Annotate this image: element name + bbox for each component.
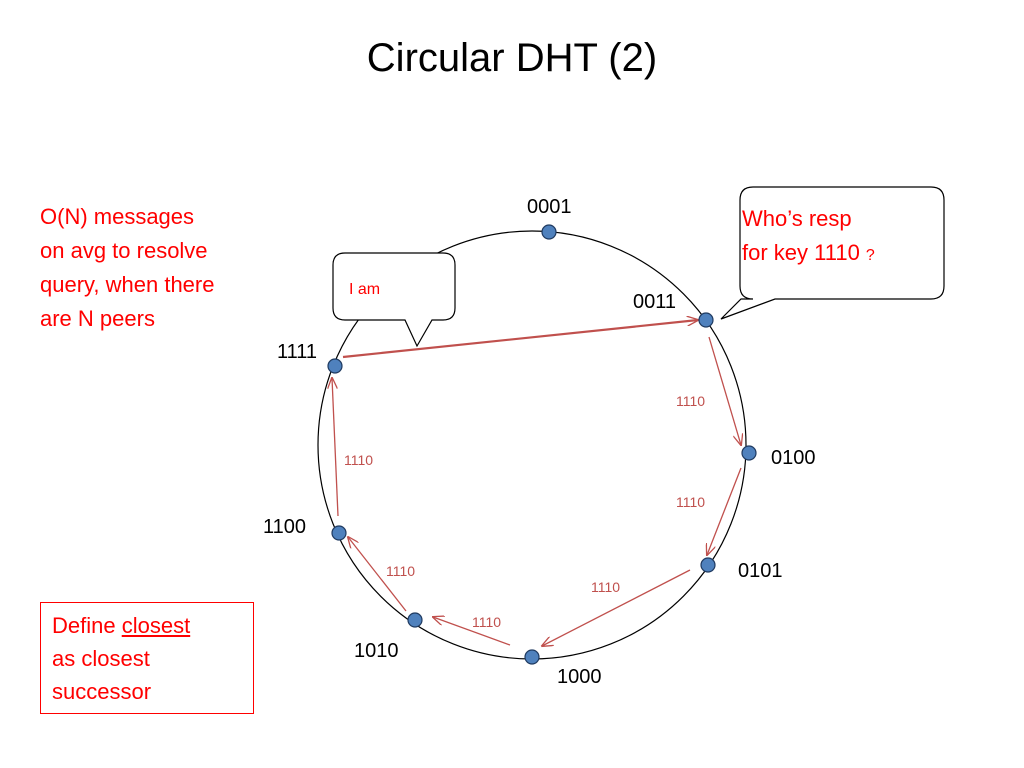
node-0011 <box>698 312 714 328</box>
query-callout <box>720 186 945 320</box>
arrow-label-key: 1110 <box>676 393 705 409</box>
node-label-1111: 1111 <box>277 341 317 363</box>
arrow-1010-to-1100 <box>348 537 407 612</box>
arrow-label-key: 1110 <box>591 579 620 595</box>
arrow-1111-to-0011 <box>342 320 698 359</box>
node-1100 <box>331 525 347 541</box>
node-label-0011: 0011 <box>633 291 676 313</box>
query-key-text: for key 1110 <box>742 240 860 265</box>
query-question-mark: ? <box>866 247 875 264</box>
definition-box: Define closest as closest successor <box>40 602 254 714</box>
arrow-label-key: 1110 <box>472 614 501 630</box>
node-label-0001: 0001 <box>527 196 572 218</box>
definition-line: as closest <box>52 646 150 671</box>
arrow-0100-to-0101 <box>707 467 742 555</box>
answer-callout-text: I am <box>349 281 380 298</box>
definition-underlined-word: closest <box>121 613 191 638</box>
query-callout-line2: for key 1110? <box>742 240 875 265</box>
arrow-label-key: 1110 <box>344 452 373 468</box>
query-callout-line1: Who’s resp <box>742 206 852 231</box>
definition-line: successor <box>52 679 152 704</box>
complexity-note: O(N) messages on avg to resolve query, w… <box>40 200 214 336</box>
node-label-0101: 0101 <box>738 560 783 582</box>
node-1111 <box>327 358 343 374</box>
node-1000 <box>524 649 540 665</box>
node-0100 <box>741 445 757 461</box>
arrow-0011-to-0100 <box>708 336 741 445</box>
arrow-label-key: 1110 <box>386 563 415 579</box>
complexity-note-line: O(N) messages <box>40 204 195 229</box>
node-label-1010: 1010 <box>354 640 399 662</box>
complexity-note-line: query, when there <box>40 272 215 297</box>
node-label-1100: 1100 <box>263 516 306 538</box>
node-label-1000: 1000 <box>557 666 602 688</box>
node-1010 <box>407 612 423 628</box>
arrow-1000-to-1010 <box>433 617 511 646</box>
definition-prefix: Define <box>52 613 122 638</box>
node-0001 <box>541 224 557 240</box>
arrow-0101-to-1000 <box>542 569 691 646</box>
complexity-note-line: on avg to resolve <box>40 238 208 263</box>
answer-callout <box>332 252 456 348</box>
node-0101 <box>700 557 716 573</box>
complexity-note-line: are N peers <box>40 306 155 331</box>
node-label-0100: 0100 <box>771 447 816 469</box>
arrow-1100-to-1111 <box>332 378 339 517</box>
arrow-label-key: 1110 <box>676 494 705 510</box>
slide-title: Circular DHT (2) <box>366 36 658 80</box>
definition-line: Define closest <box>52 609 253 642</box>
